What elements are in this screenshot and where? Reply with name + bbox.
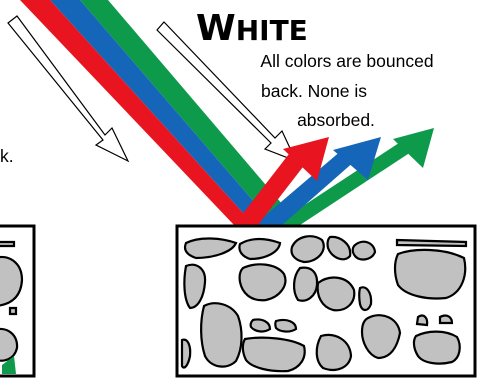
left-fragment-text: k. — [0, 146, 14, 166]
stone — [182, 340, 190, 368]
stone — [275, 320, 296, 332]
white-surface-block — [177, 226, 475, 376]
stone — [440, 316, 452, 323]
stone — [414, 332, 460, 364]
stone — [395, 250, 465, 299]
title-first-letter: W — [196, 8, 236, 49]
title-rest: HITE — [236, 14, 308, 47]
stone — [251, 319, 270, 331]
stone — [243, 338, 305, 371]
stone — [353, 242, 375, 260]
stone — [318, 278, 355, 311]
stone — [10, 308, 16, 314]
description-line-1: All colors are bounced — [260, 51, 433, 71]
description-line-3: absorbed. — [297, 110, 375, 130]
stone — [201, 303, 241, 366]
stone — [0, 242, 14, 246]
stone — [397, 240, 466, 246]
stone — [294, 268, 317, 301]
diagram-title: WHITE — [196, 8, 308, 49]
stone — [359, 287, 371, 310]
stone — [417, 316, 427, 325]
stone — [240, 264, 286, 300]
description-line-2: back. None is — [261, 81, 367, 101]
left-surface-block-partial: k. — [0, 146, 34, 376]
